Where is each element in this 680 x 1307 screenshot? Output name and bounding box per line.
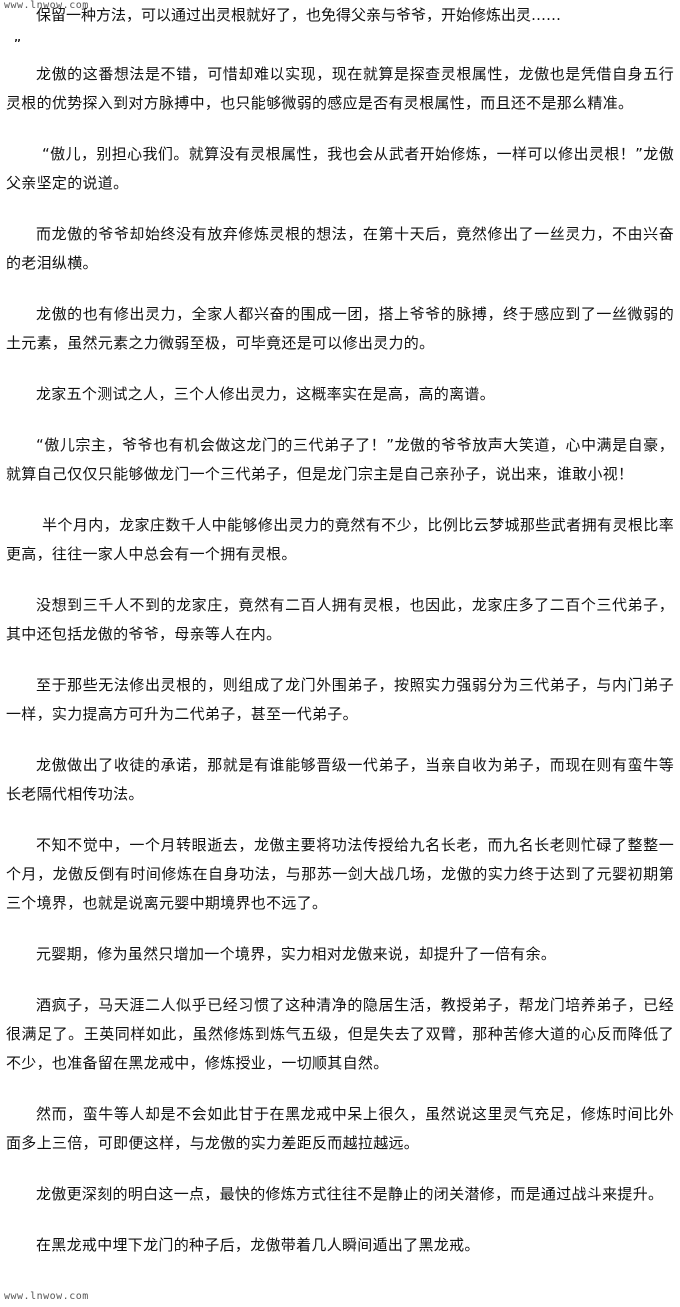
watermark-bottom: www.lnwow.com (4, 1291, 89, 1302)
fragment-line-1: 保留一种方法，可以通过出灵根就好了，也免得父亲与爷爷，开始修炼出灵…… (6, 6, 562, 24)
paragraph: 然而，蛮牛等人却是不会如此甘于在黑龙戒中呆上很久，虽然说这里灵气充足，修炼时间比… (6, 1105, 674, 1152)
paragraph: 龙家五个测试之人，三个人修出灵力，这概率实在是高，高的离谱。 (36, 385, 496, 403)
fragment-line-2: 。” (6, 30, 674, 42)
watermark-top: www.lnwow.com (4, 0, 89, 11)
paragraph: “傲儿宗主，爷爷也有机会做这龙门的三代弟子了！”龙傲的爷爷放声大笑道，心中满是自… (6, 436, 674, 483)
paragraph: 龙傲做出了收徒的承诺，那就是有谁能够晋级一代弟子，当亲自收为弟子，而现在则有蛮牛… (6, 756, 674, 803)
paragraph: 龙傲的这番想法是不错，可惜却难以实现，现在就算是探查灵根属性，龙傲也是凭借自身五… (6, 65, 674, 112)
paragraph: 没想到三千人不到的龙家庄，竟然有二百人拥有灵根，也因此，龙家庄多了二百个三代弟子… (6, 596, 674, 643)
paragraph: 龙傲更深刻的明白这一点，最快的修炼方式往往不是静止的闭关潜修，而是通过战斗来提升… (36, 1185, 664, 1203)
paragraph: 半个月内，龙家庄数千人中能够修出灵力的竟然有不少，比例比云梦城那些武者拥有灵根比… (6, 516, 674, 563)
paragraph: “傲儿，别担心我们。就算没有灵根属性，我也会从武者开始修炼，一样可以修出灵根！”… (6, 145, 674, 192)
paragraph: 元婴期，修为虽然只增加一个境界，实力相对龙傲来说，却提升了一倍有余。 (36, 945, 557, 963)
paragraph: 而龙傲的爷爷却始终没有放弃修炼灵根的想法，在第十天后，竟然修出了一丝灵力，不由兴… (6, 225, 674, 272)
paragraph: 在黑龙戒中埋下龙门的种子后，龙傲带着几人瞬间遁出了黑龙戒。 (36, 1236, 480, 1254)
article-body: 龙傲的这番想法是不错，可惜却难以实现，现在就算是探查灵根属性，龙傲也是凭借自身五… (6, 60, 674, 1282)
paragraph-fragment-top: 保留一种方法，可以通过出灵根就好了，也免得父亲与爷爷，开始修炼出灵…… 。” (6, 0, 674, 42)
paragraph: 至于那些无法修出灵根的，则组成了龙门外围弟子，按照实力强弱分为三代弟子，与内门弟… (6, 676, 674, 723)
paragraph: 酒疯子，马天涯二人似乎已经习惯了这种清净的隐居生活，教授弟子，帮龙门培养弟子，已… (6, 996, 674, 1072)
paragraph: 不知不觉中，一个月转眼逝去，龙傲主要将功法传授给九名长老，而九名长老则忙碌了整整… (6, 836, 674, 912)
paragraph: 龙傲的也有修出灵力，全家人都兴奋的围成一团，搭上爷爷的脉搏，终于感应到了一丝微弱… (6, 305, 674, 352)
